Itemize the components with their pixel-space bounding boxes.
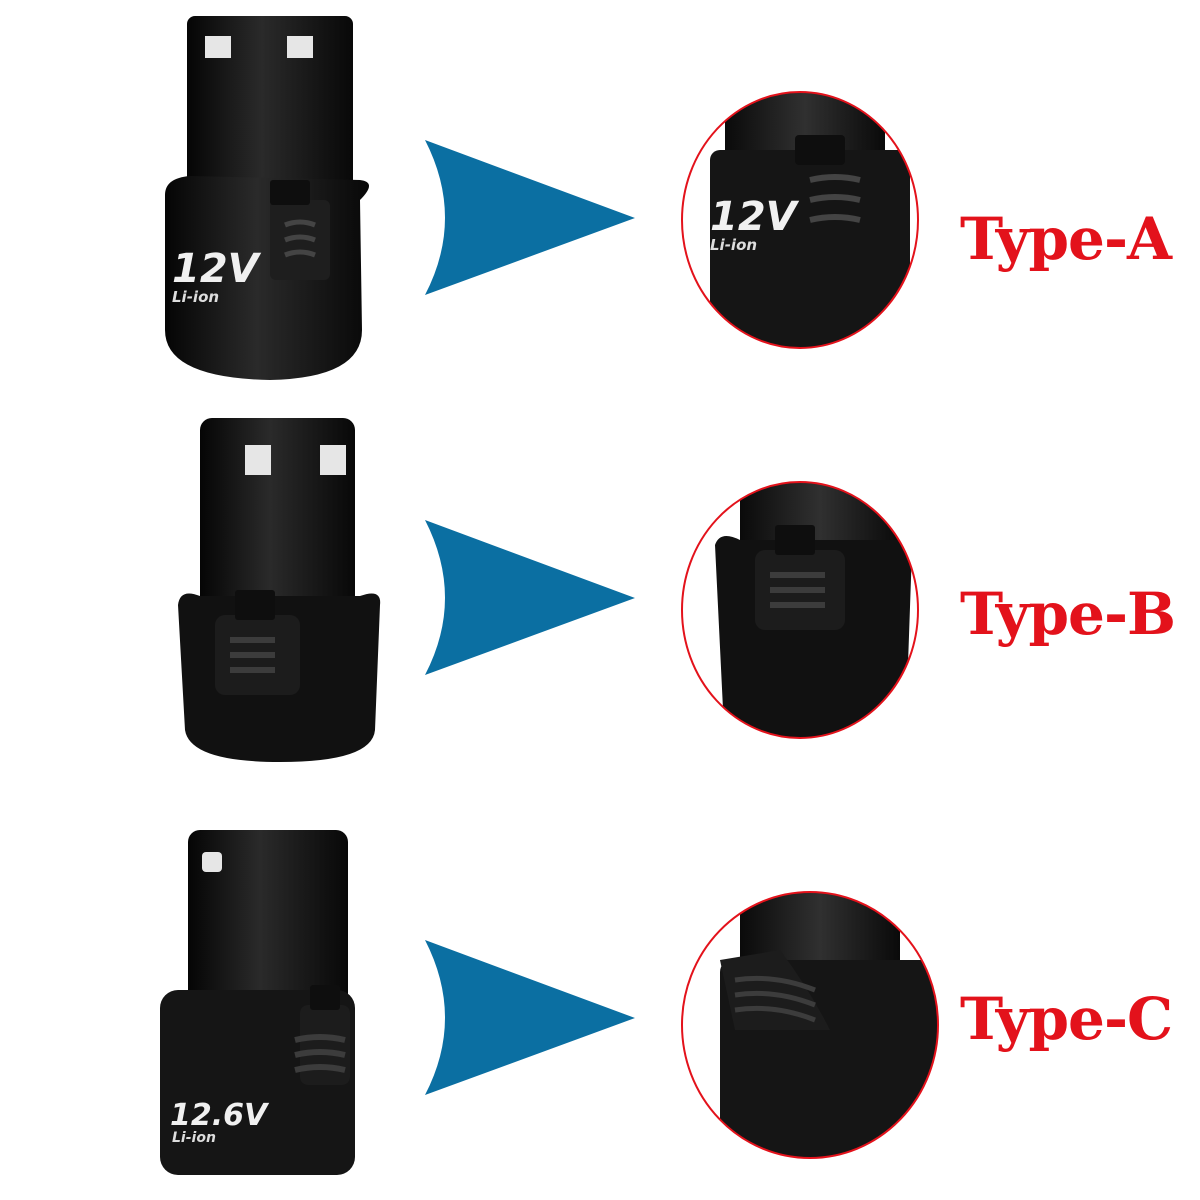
zoom-circle-type-c [681, 891, 939, 1159]
arrow-right-icon [425, 940, 635, 1095]
voltage-label-a: 12V [172, 246, 262, 292]
zoom-circle-type-a: 12V Li-ion [681, 91, 919, 349]
chem-label-c: Li-ion [172, 1130, 216, 1146]
row-type-b: Type-B [0, 390, 1200, 790]
svg-text:12V: 12V [710, 194, 800, 240]
type-a-label: Type-A [960, 205, 1172, 273]
row-type-c: 12.6V Li-ion Type-C [0, 790, 1200, 1200]
row-type-a: 12V Li-ion 12V Li-ion Type-A [0, 0, 1200, 390]
battery-type-c: 12.6V Li-ion [160, 830, 355, 1175]
type-b-label: Type-B [960, 580, 1176, 648]
arrow-right-icon [425, 520, 635, 675]
voltage-label-c: 12.6V [170, 1098, 270, 1133]
svg-text:Li-ion: Li-ion [710, 236, 757, 254]
battery-type-a: 12V Li-ion [165, 16, 369, 380]
type-c-label: Type-C [960, 985, 1173, 1053]
arrow-right-icon [425, 140, 635, 295]
chem-label-a: Li-ion [172, 288, 219, 306]
battery-type-b [178, 418, 381, 762]
zoom-circle-type-b [681, 481, 919, 739]
